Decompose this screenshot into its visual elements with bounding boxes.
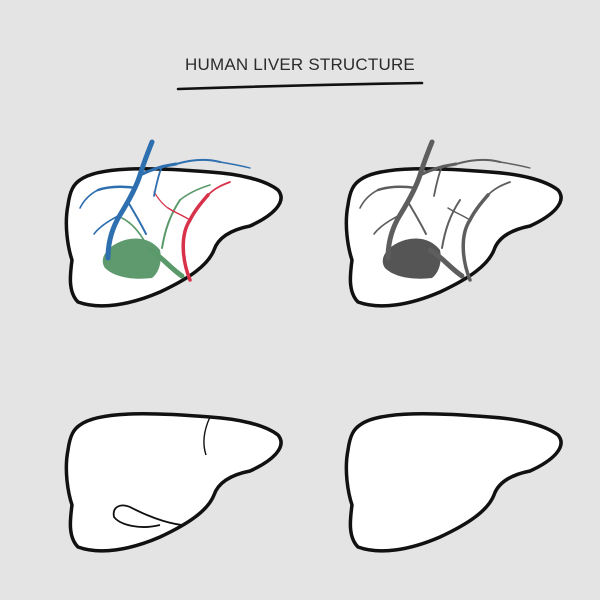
liver-plain-outline xyxy=(330,375,570,575)
title-underline xyxy=(176,81,424,91)
liver-colored-vessels xyxy=(50,130,290,330)
liver-outline-gallbladder xyxy=(50,375,290,575)
liver-grey-vessels xyxy=(330,130,570,330)
gallbladder xyxy=(102,238,161,279)
gallbladder-contour xyxy=(112,504,183,528)
page-title: HUMAN LIVER STRUCTURE xyxy=(185,55,415,74)
liver-outline xyxy=(64,412,283,553)
gallbladder xyxy=(382,238,441,279)
liver-outline xyxy=(344,412,563,553)
lobe-division-line xyxy=(203,416,211,456)
grey-vessels xyxy=(359,139,531,282)
portal-veins xyxy=(79,139,251,261)
bile-ducts xyxy=(121,184,211,279)
